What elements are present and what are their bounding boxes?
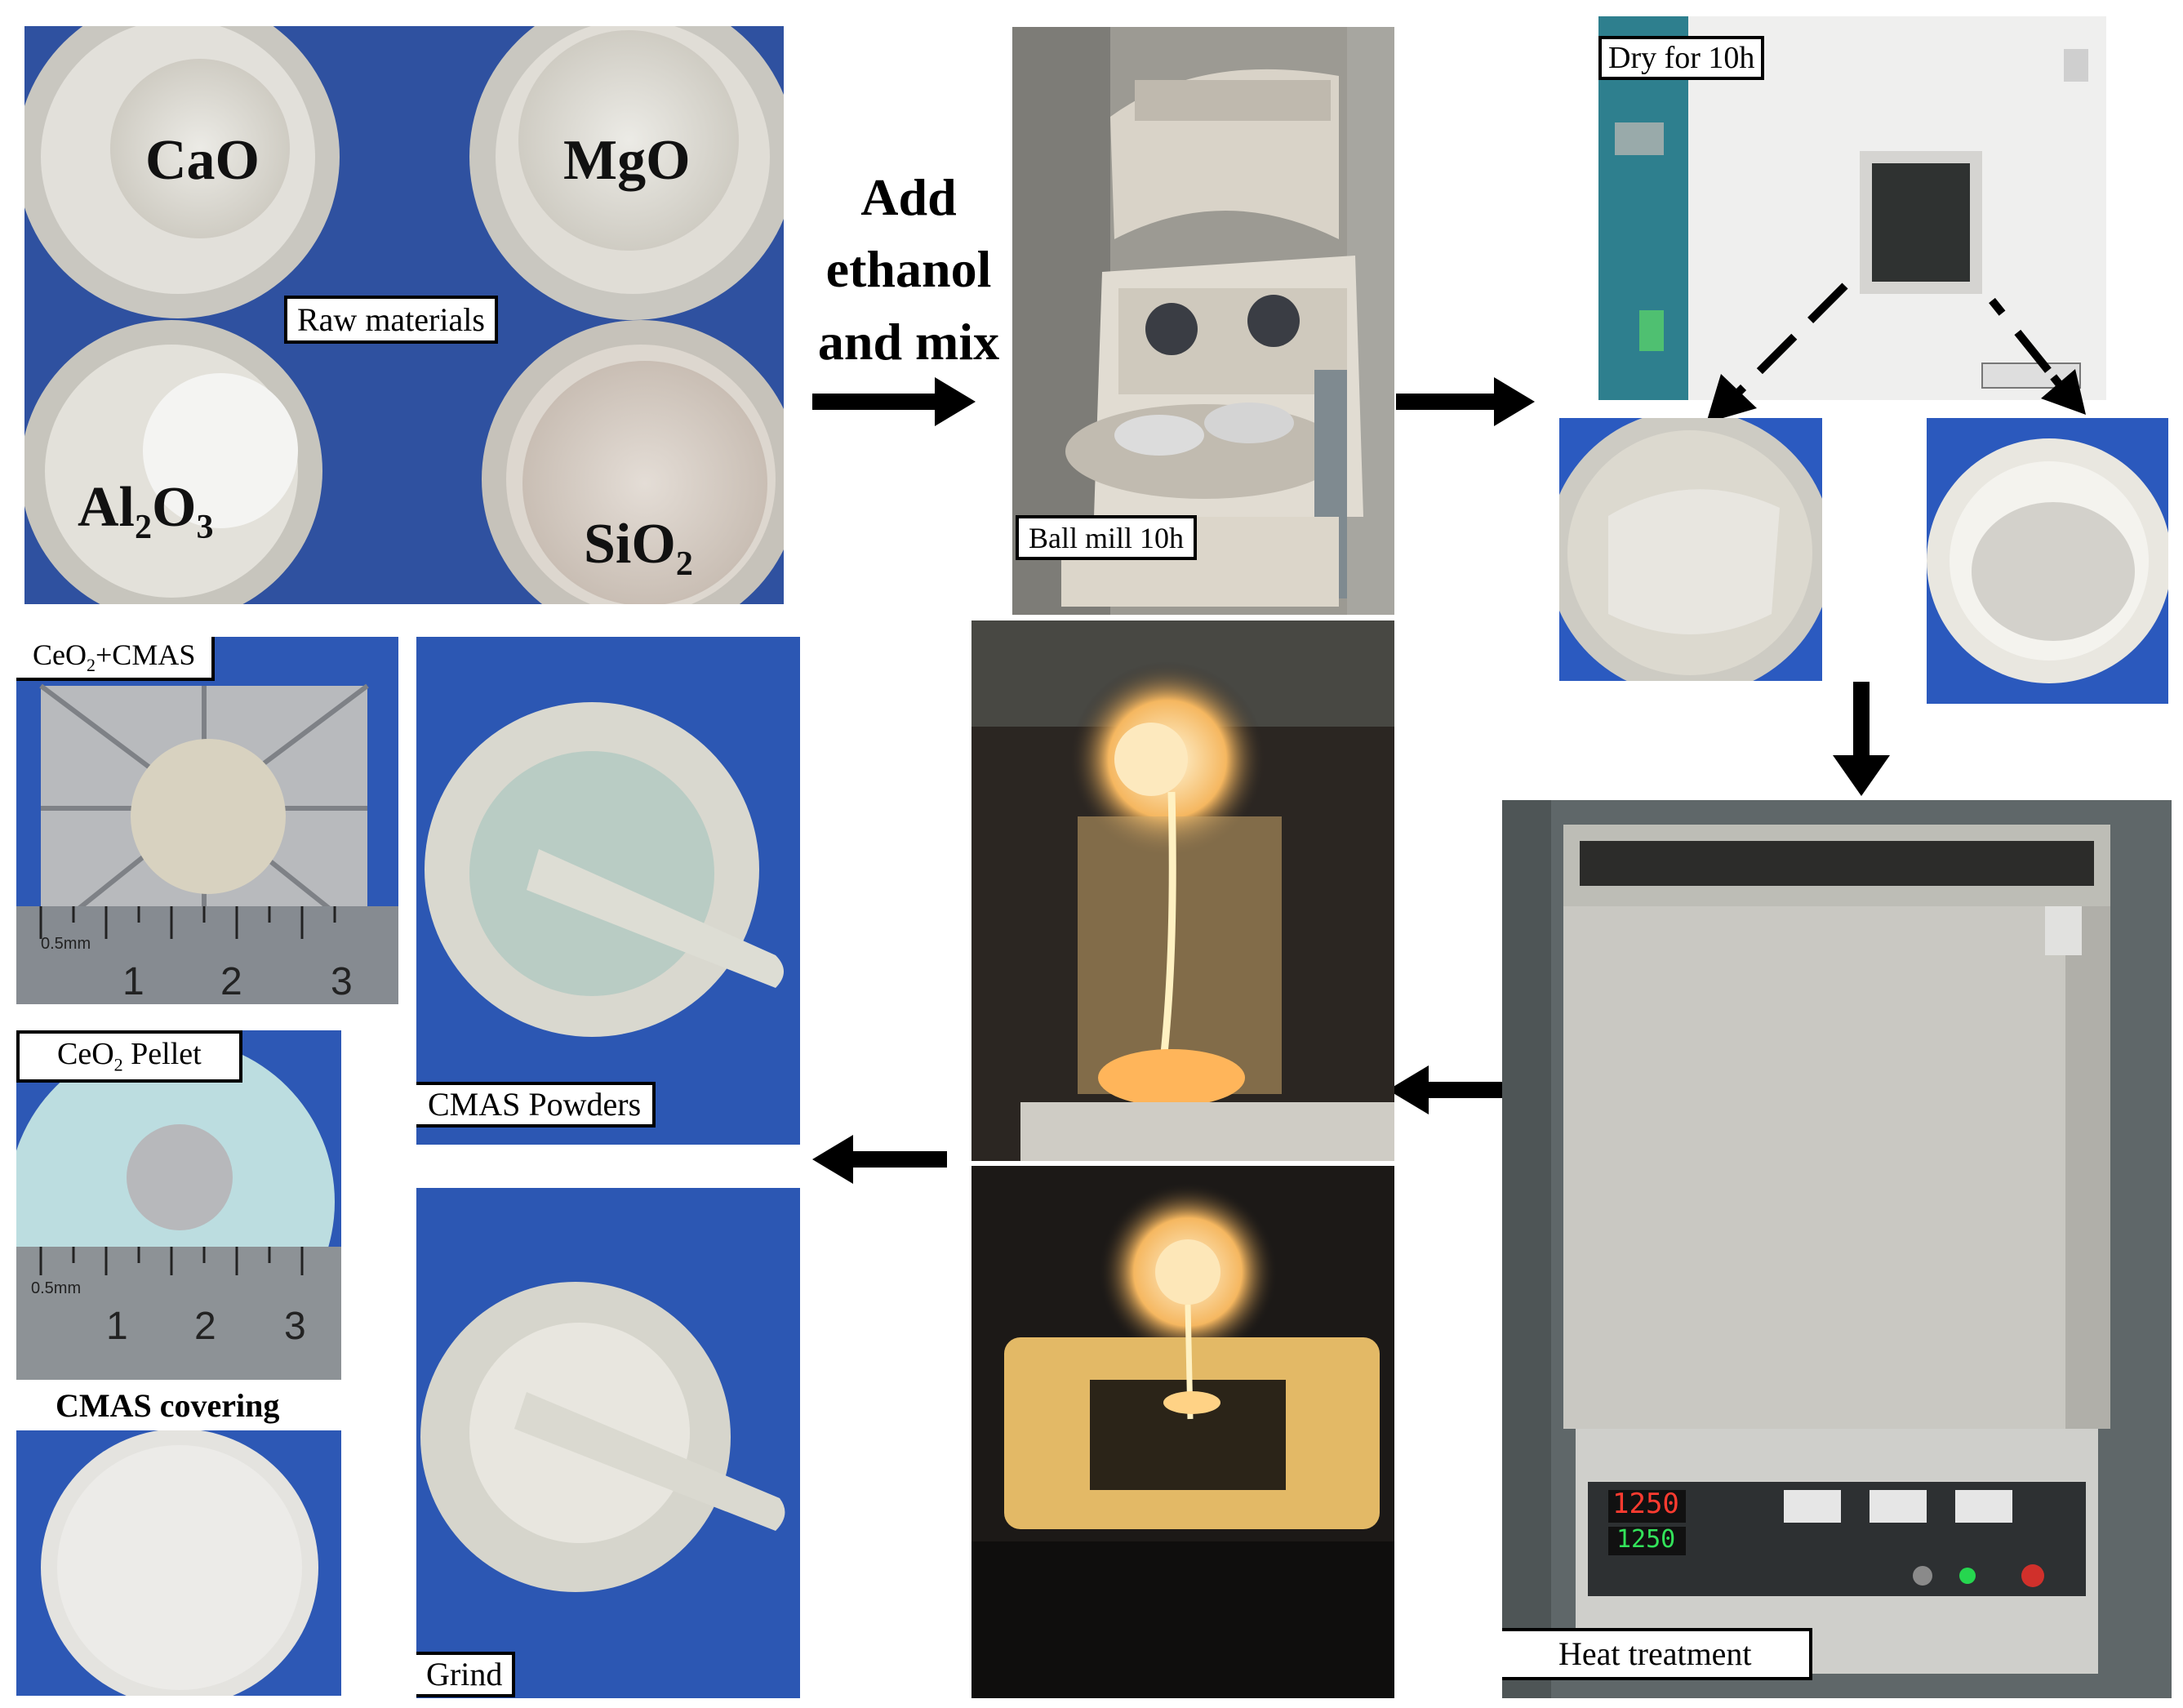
ruler-unit-2: 0.5mm [31,1279,82,1297]
sio2-label: SiO2 [584,513,693,583]
cmas-powders-label: CMAS Powders [416,1082,656,1128]
mix-step-text: Add ethanol and mix [817,168,1000,371]
ruler-unit-1: 0.5mm [41,935,91,953]
ball-mill-photo: Ball mill 10h [1012,27,1394,615]
arrow-down [1833,682,1890,796]
arrow-left-1 [1388,1065,1502,1114]
wet-slurry-photo [1559,418,1822,681]
ruler-num-2c: 3 [284,1305,306,1348]
pouring-water-photo [971,620,1394,1161]
raw-materials-photo: CaO MgO Al2O3 SiO2 Raw materials [24,26,784,604]
dry-label: Dry for 10h [1598,36,1765,80]
furnace-display-top: 1250 [1612,1488,1679,1520]
furnace-display-bottom: 1250 [1616,1525,1676,1554]
furnace-photo: 1250 1250 Heat treatment [1502,800,2172,1698]
ruler-num-1b: 2 [220,960,242,1003]
al2o3-label: Al2O3 [78,476,214,546]
ceo2-cmas-label: CeO2+CMAS [16,637,216,682]
grind-photo: Grind [416,1188,800,1698]
cmas-covering-photo [16,1430,341,1696]
arrow-right-1 [812,377,976,426]
pouring-plate-photo [971,1166,1394,1698]
ceo2-cmas-photo: 0.5mm 1 2 3 CeO2+CMAS [16,637,398,1004]
cmas-powders-photo: CMAS Powders [416,637,800,1145]
ruler-num-2b: 2 [194,1305,216,1348]
ceo2-pellet-photo: 0.5mm 1 2 3 CeO2 Pellet [16,1030,341,1380]
heat-treatment-label: Heat treatment [1502,1628,1812,1680]
ceo2-pellet-label: CeO2 Pellet [16,1030,242,1083]
raw-materials-label: Raw materials [284,296,498,344]
grind-label: Grind [416,1652,516,1697]
ruler-num-2a: 1 [106,1305,128,1348]
ruler-num-1c: 3 [331,960,353,1003]
arrow-left-2 [812,1135,947,1184]
cao-label: CaO [145,129,260,192]
dashed-arrow-left [1698,278,1861,425]
mgo-label: MgO [563,129,691,192]
dashed-arrow-right [1984,294,2098,416]
ruler-num-1a: 1 [122,960,144,1003]
dried-powder-photo [1927,418,2168,704]
arrow-right-2 [1396,377,1535,426]
ball-mill-label: Ball mill 10h [1016,515,1198,560]
cmas-covering-label: CMAS covering [56,1387,280,1424]
